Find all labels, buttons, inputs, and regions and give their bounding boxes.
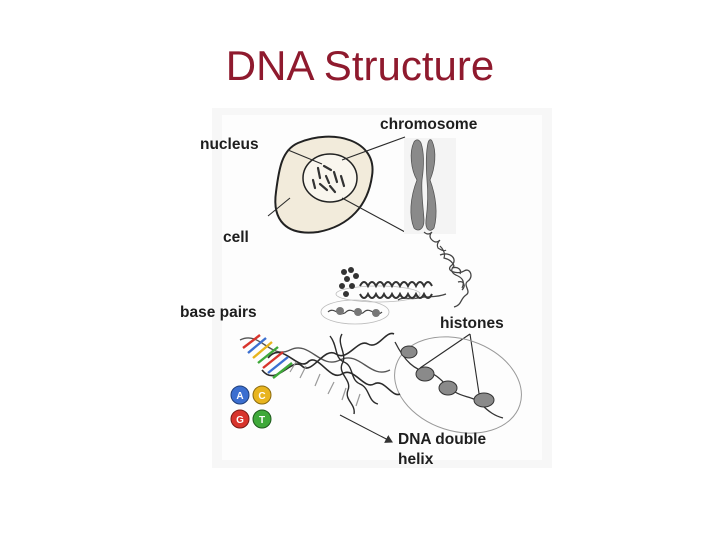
leader-lines [267,136,481,443]
label-nucleus: nucleus [200,136,259,153]
slide-title: DNA Structure [225,42,495,89]
base-t: T [252,409,272,429]
label-cell: cell [223,229,249,246]
cell-illustration [274,135,374,234]
dna-double-helix [239,332,401,415]
nucleosome-row [320,299,390,325]
chromosome-left-arm [410,139,425,231]
svg-text:A: A [236,391,243,402]
label-dna-double-helix-line1: DNA double [398,431,486,448]
label-dna-double-helix-line2: helix [398,451,434,468]
nucleus-chromosomes [311,164,346,194]
colored-base-pairs [242,334,293,379]
chromatin-fiber [335,267,433,303]
svg-text:T: T [259,415,265,426]
base-key: A C G T [230,385,272,429]
base-c: C [252,385,272,405]
svg-text:C: C [258,391,265,402]
label-histones: histones [440,315,504,332]
histone-panel [394,336,522,434]
nucleus-shape [302,153,358,203]
base-g: G [230,409,250,429]
svg-text:G: G [236,415,244,426]
chromosome-illustration [404,138,464,289]
base-a: A [230,385,250,405]
label-base-pairs: base pairs [180,304,257,321]
label-chromosome: chromosome [380,116,478,133]
chromosome-right-arm [425,139,437,231]
histone-spools [400,345,495,408]
